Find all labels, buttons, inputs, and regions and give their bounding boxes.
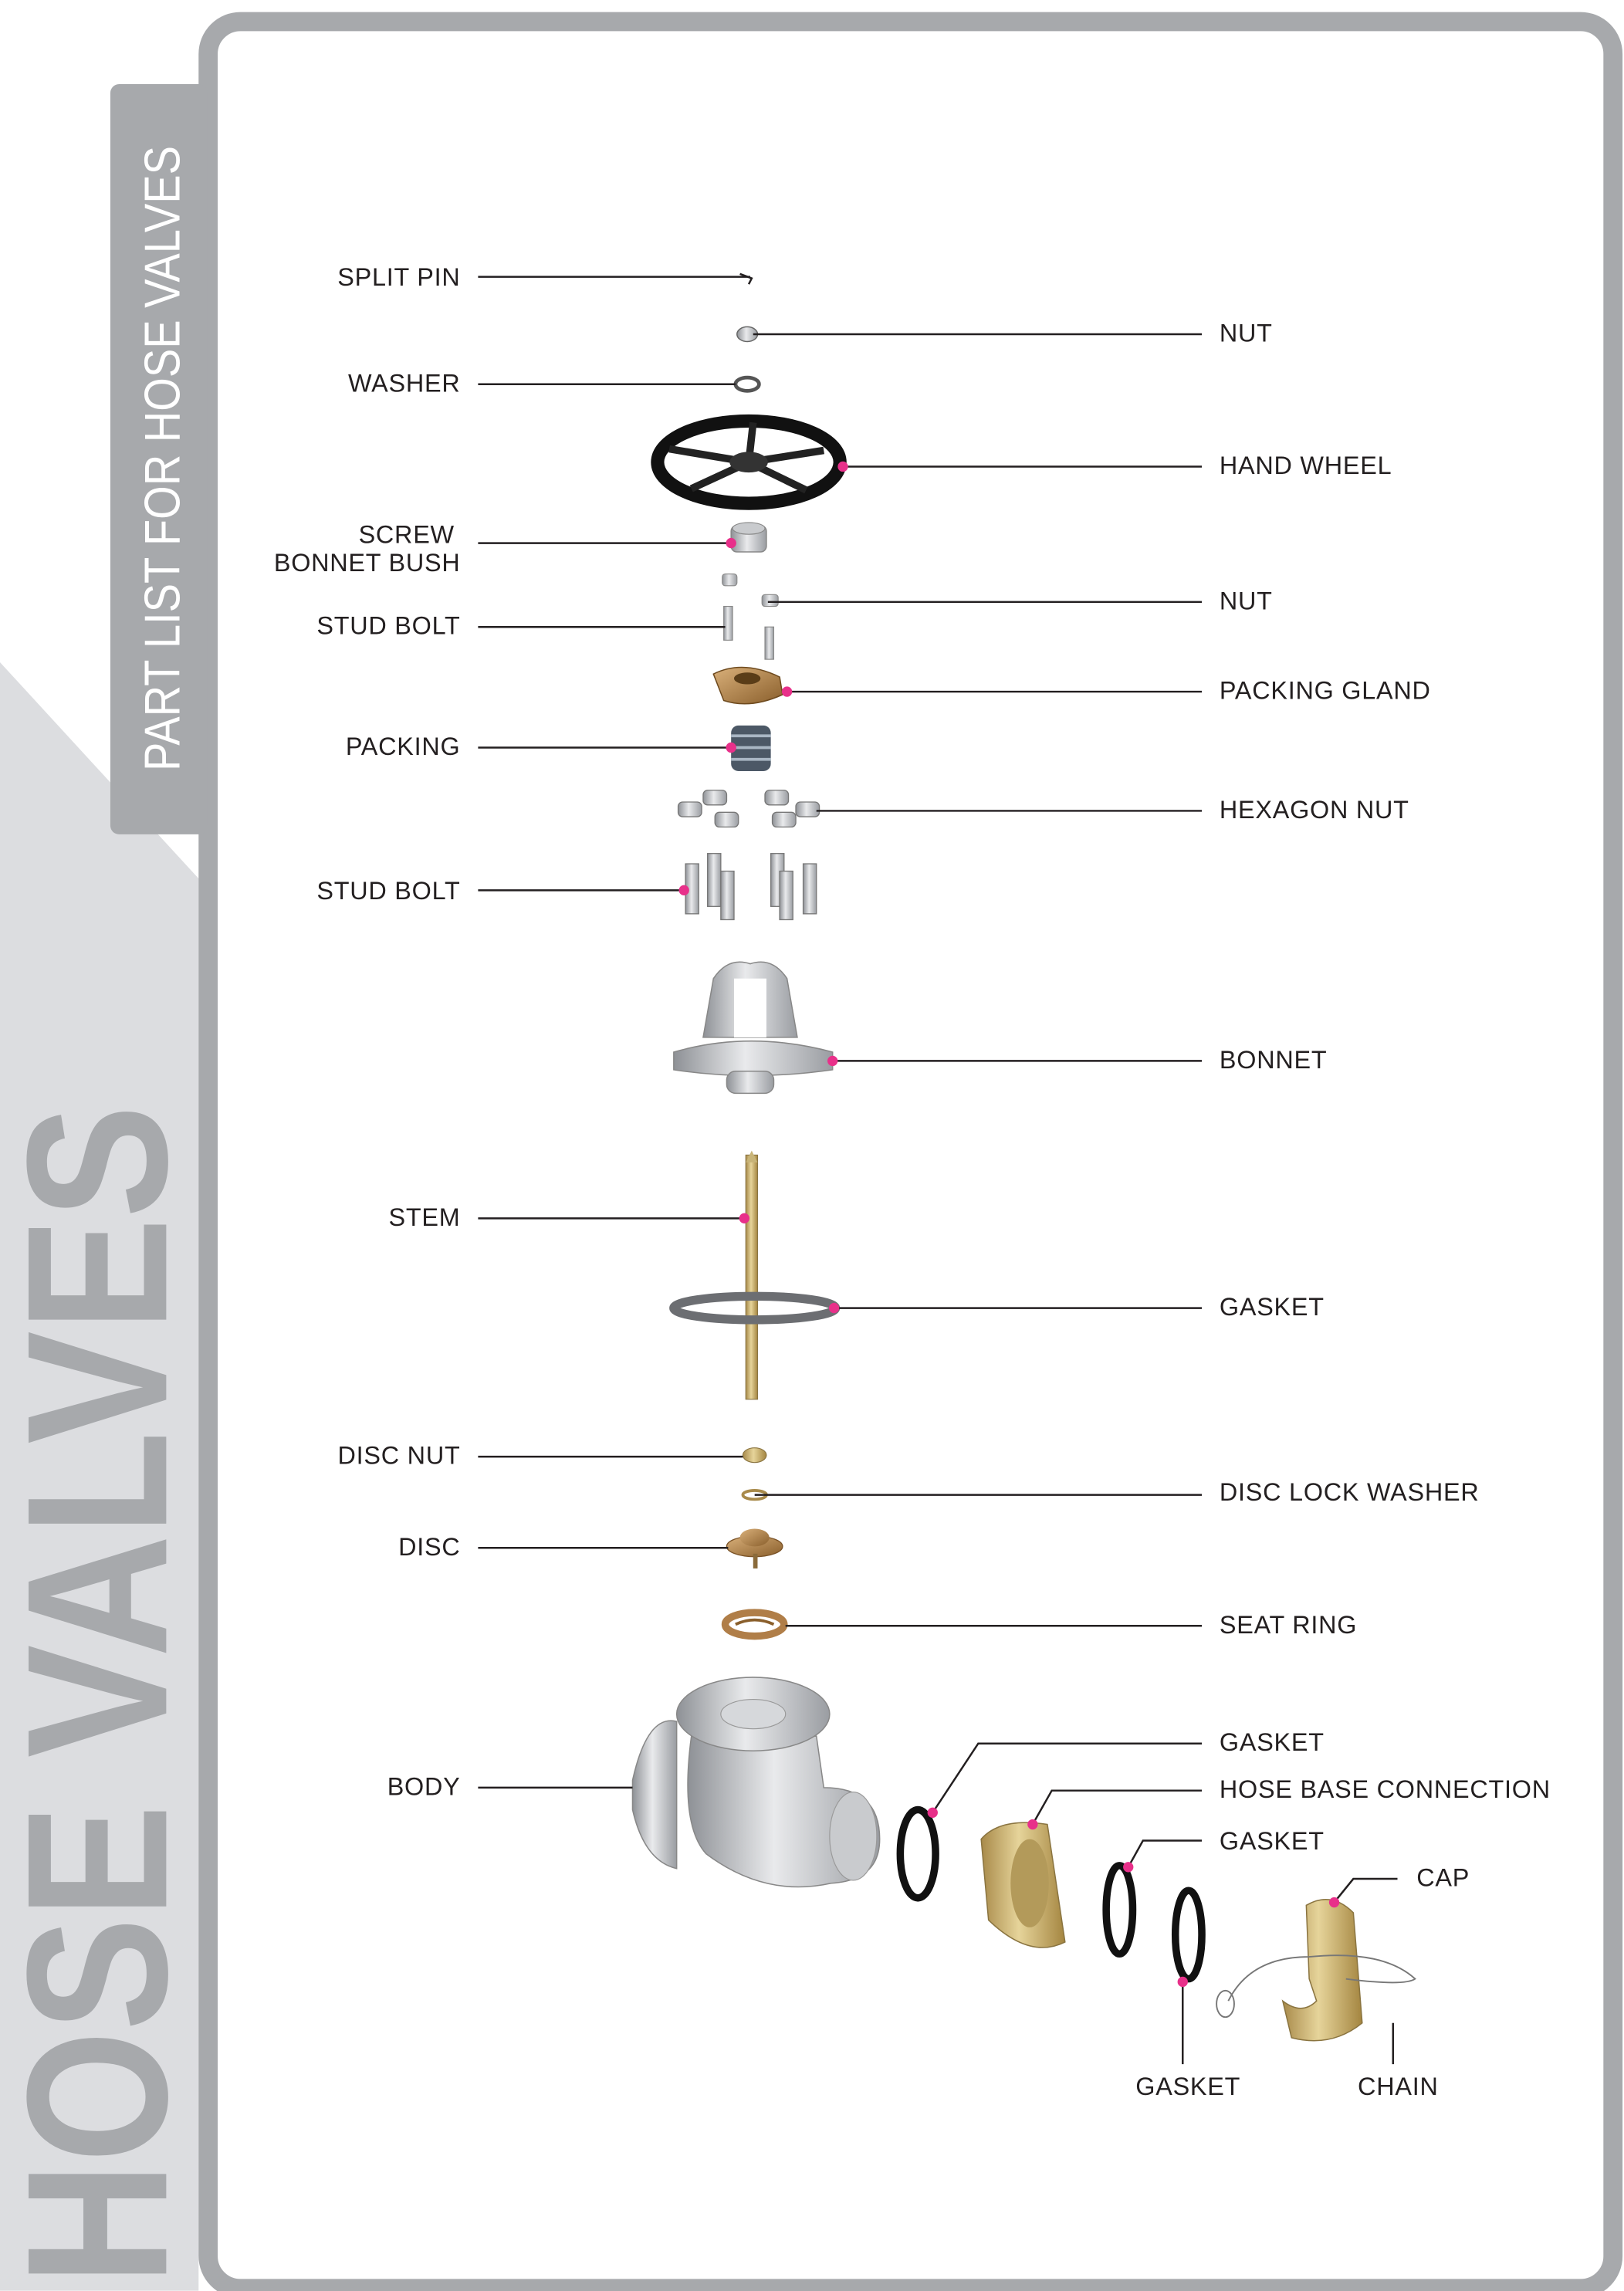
label-cap: CAP — [1416, 1864, 1470, 1892]
label-washer: WASHER — [348, 369, 460, 397]
gasket-ring-part-1 — [896, 1805, 939, 1902]
label-gasket-2: GASKET — [1220, 1728, 1325, 1756]
label-nut-1: NUT — [1220, 319, 1273, 347]
label-disc-nut: DISC NUT — [338, 1442, 461, 1470]
gasket-ring-part-2 — [1102, 1862, 1137, 1958]
split-pin-part — [739, 272, 753, 285]
label-body: BODY — [387, 1772, 461, 1800]
label-hose-base-connection: HOSE BASE CONNECTION — [1220, 1775, 1551, 1803]
label-disc: DISC — [398, 1533, 460, 1561]
label-bonnet-bush: BONNET BUSH — [274, 549, 461, 577]
left-leader-lines — [478, 276, 750, 1789]
screw-bonnet-bush-part — [730, 522, 767, 553]
stem-part — [745, 1150, 759, 1400]
label-packing: PACKING — [346, 733, 461, 760]
label-nut-2: NUT — [1220, 587, 1273, 614]
hose-valves-watermark: HOSE VALVES — [0, 1105, 208, 2285]
sidebar-tab-title: PART LIST FOR HOSE VALVES — [134, 146, 191, 771]
sidebar-background — [0, 662, 199, 2291]
label-seat-ring: SEAT RING — [1220, 1611, 1357, 1639]
label-stem: STEM — [389, 1203, 461, 1231]
label-packing-gland: PACKING GLAND — [1220, 677, 1431, 705]
label-split-pin: SPLIT PIN — [337, 263, 460, 291]
seat-ring-part — [721, 1609, 788, 1640]
label-screw: SCREW — [359, 521, 455, 549]
packing-part — [731, 725, 771, 771]
label-gasket-1: GASKET — [1220, 1293, 1325, 1321]
bonnet-part — [673, 961, 834, 1095]
stud-bolt-small-parts — [723, 605, 775, 660]
label-stud-bolt-2: STUD BOLT — [316, 877, 460, 905]
stud-bolt-parts — [685, 853, 817, 921]
content-frame — [198, 12, 1623, 2291]
label-chain: CHAIN — [1358, 2073, 1439, 2100]
sidebar-tab — [110, 83, 208, 834]
disc-part — [726, 1528, 783, 1569]
disc-nut-part — [742, 1447, 767, 1464]
label-gasket-4: GASKET — [1135, 2073, 1240, 2100]
right-leader-lines — [753, 333, 1398, 2065]
gasket-ring-part-3 — [1171, 1887, 1206, 1983]
nut-small-parts — [722, 574, 779, 607]
label-bonnet: BONNET — [1220, 1046, 1327, 1074]
label-hand-wheel: HAND WHEEL — [1220, 452, 1392, 479]
body-part — [631, 1677, 881, 1888]
label-hexagon-nut: HEXAGON NUT — [1220, 796, 1409, 824]
packing-gland-part — [712, 666, 783, 705]
chain-part — [1216, 1954, 1416, 2019]
label-stud-bolt-1: STUD BOLT — [316, 612, 460, 640]
hexagon-nut-parts — [677, 790, 820, 828]
label-disc-lock-washer: DISC LOCK WASHER — [1220, 1478, 1480, 1506]
label-gasket-3: GASKET — [1220, 1827, 1325, 1855]
hand-wheel-part — [651, 414, 847, 510]
hose-base-connection-part — [980, 1822, 1066, 1948]
